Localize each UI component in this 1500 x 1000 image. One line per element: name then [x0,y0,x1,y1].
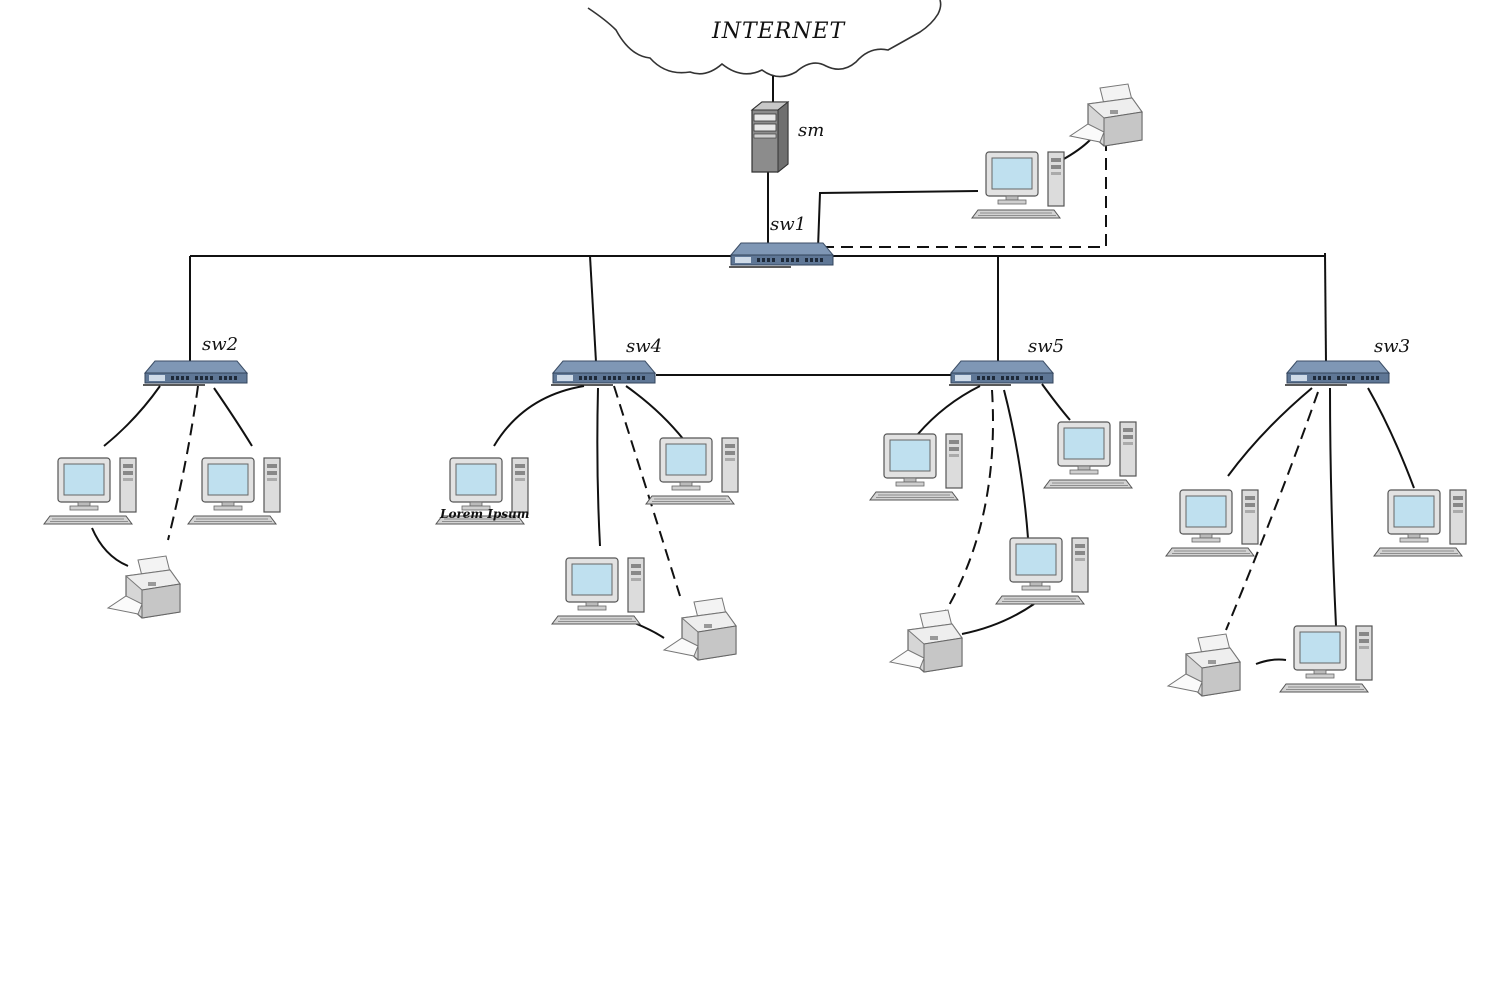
switch-sw4-icon [550,360,656,386]
connection-lines [91,76,1415,665]
printer-icon [1167,633,1241,697]
desktop-computer-icon [43,457,137,525]
printer-icon [107,555,181,619]
internet-cloud-icon [587,0,942,78]
desktop-computer-icon [971,151,1065,219]
switch-sw5-label: sw5 [1028,336,1064,357]
desktop-computer-icon [1279,625,1373,693]
switch-sw2-label: sw2 [202,334,238,355]
desktop-computer-icon [645,437,739,505]
desktop-computer-icon [1043,421,1137,489]
printer-icon [889,609,963,673]
switch-sw5-icon [948,360,1054,386]
switch-sw1-icon [728,242,834,268]
switch-sw4-label: sw4 [626,336,662,357]
switch-sw1-label: sw1 [770,214,806,235]
printer-icon [663,597,737,661]
switch-sw3-label: sw3 [1374,336,1410,357]
desktop-computer-icon [187,457,281,525]
desktop-computer-icon [995,537,1089,605]
desktop-computer-icon [551,557,645,625]
desktop-computer-icon [869,433,963,501]
desktop-computer-icon [1373,489,1467,557]
internet-label: INTERNET [711,19,847,44]
server-tower-icon [751,101,789,173]
printer-icon [1069,83,1143,147]
server-label: sm [798,120,824,141]
computer-caption: Lorem Ipsum [439,507,529,521]
switch-sw2-icon [142,360,248,386]
desktop-computer-icon [1165,489,1259,557]
switch-sw3-icon [1284,360,1390,386]
